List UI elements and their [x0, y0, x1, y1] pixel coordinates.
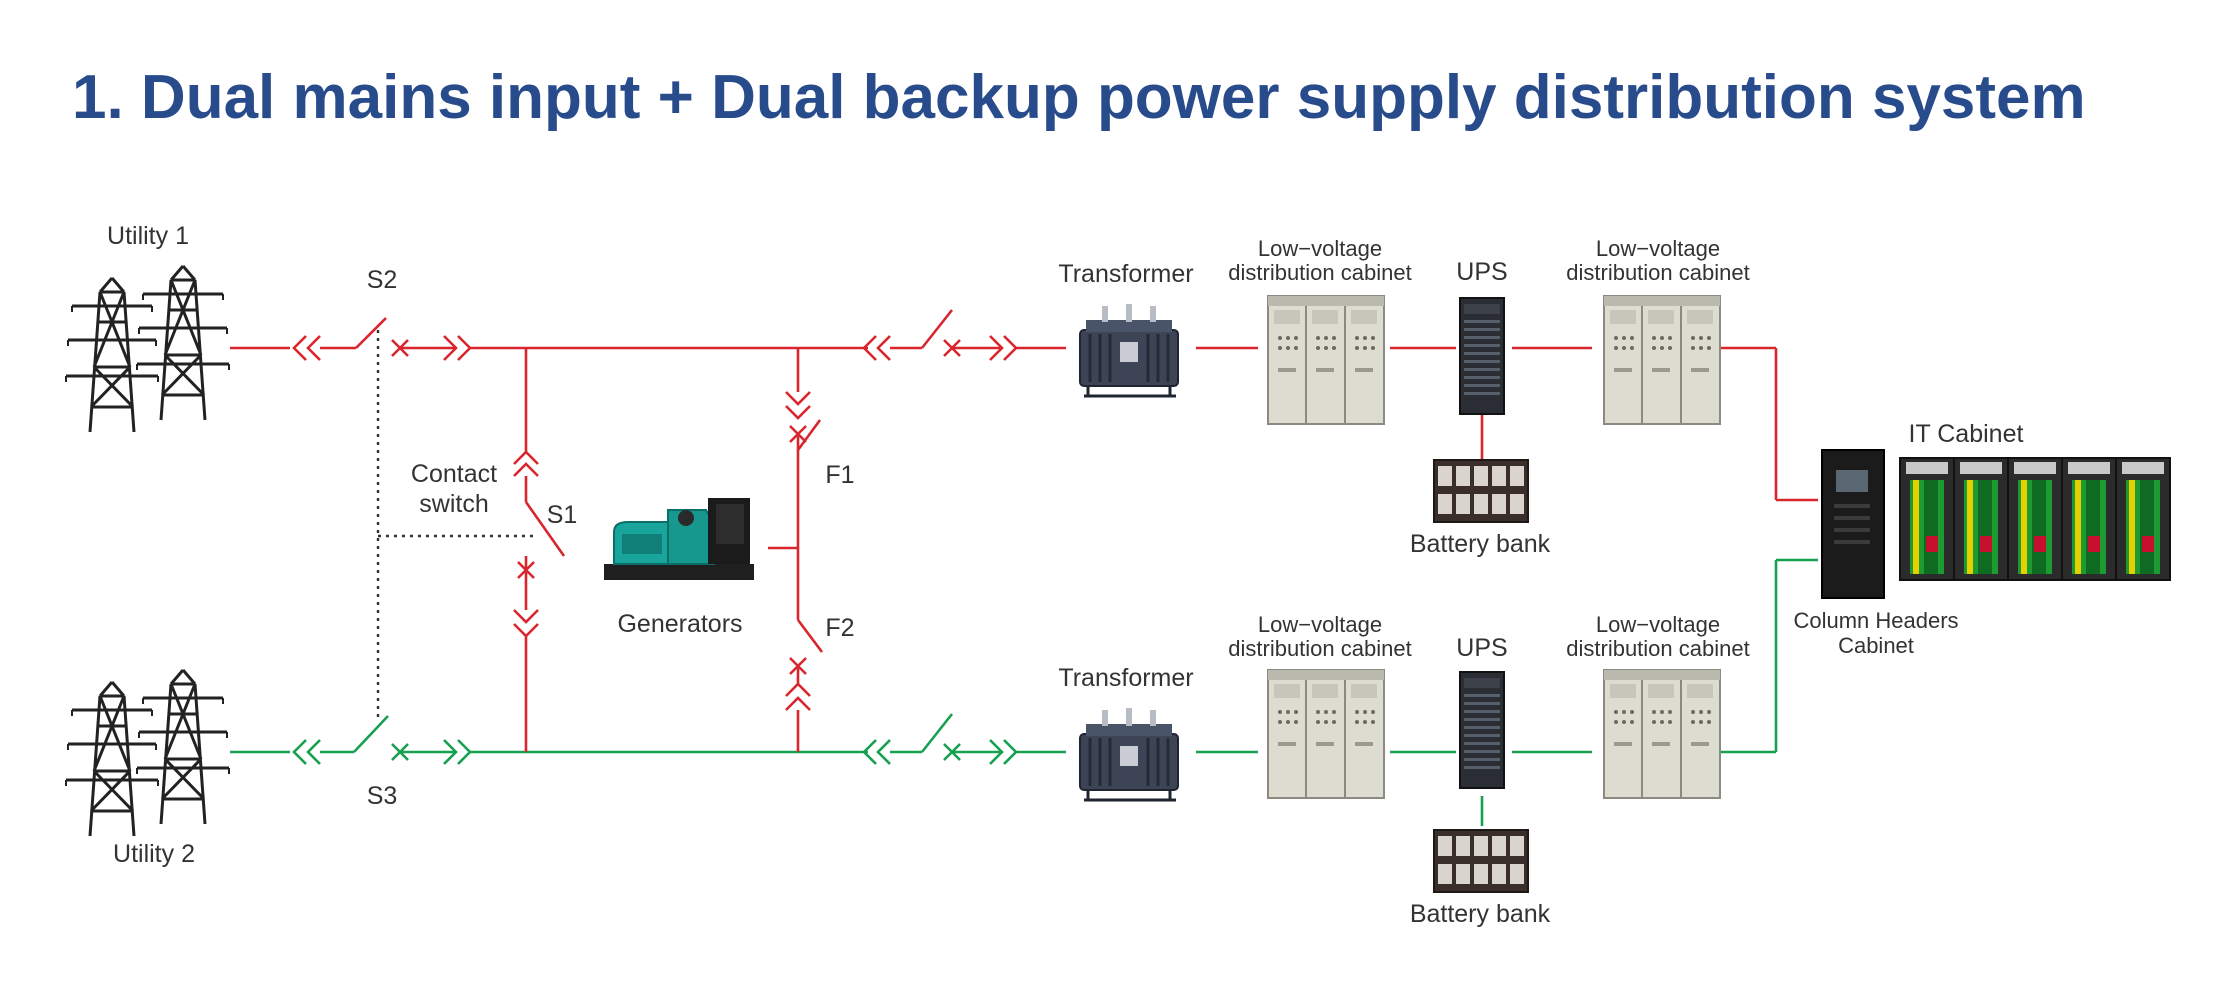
column-header-cabinet-icon	[1821, 449, 1885, 599]
contact-switch-label-line-2: switch	[419, 490, 488, 518]
utility-2-label: Utility 2	[113, 840, 195, 868]
ups-bottom-icon	[1459, 671, 1505, 789]
switch-s1-label: S1	[547, 501, 578, 529]
switch-s3-label: S3	[367, 782, 398, 810]
lv-cabinet-top-left-label-line-2: distribution cabinet	[1228, 260, 1411, 285]
contact-switch-link	[376, 330, 534, 718]
lv-cabinet-top-right-label-line-1: Low−voltage	[1596, 236, 1720, 261]
lv-cabinet-bottom-right-label-line-1: Low−voltage	[1596, 612, 1720, 637]
ups-bottom-label: UPS	[1456, 634, 1507, 662]
lower-bus-line	[230, 558, 1818, 826]
ups-top-label: UPS	[1456, 258, 1507, 286]
contact-switch-label-line-1: Contact	[411, 460, 497, 488]
transformer-top-label: Transformer	[1058, 260, 1193, 288]
lv-cabinet-top-left-label-line-1: Low−voltage	[1258, 236, 1382, 261]
lv-cabinet-top-left-icon	[1267, 295, 1385, 425]
utility-2-tower-icon	[64, 668, 231, 838]
upper-bus-line	[230, 309, 1818, 502]
page-title: 1. Dual mains input + Dual backup power …	[72, 63, 2086, 132]
utility-1-tower-icon	[64, 264, 231, 434]
generator-bus-line	[768, 348, 824, 752]
switch-s2-label: S2	[367, 266, 398, 294]
lv-cabinet-bottom-left-label-line-2: distribution cabinet	[1228, 636, 1411, 661]
lv-cabinet-top-right-label-line-2: distribution cabinet	[1566, 260, 1749, 285]
lv-cabinet-bottom-right-label-line-2: distribution cabinet	[1566, 636, 1749, 661]
battery-bank-top-label: Battery bank	[1410, 530, 1551, 558]
switch-f1-label: F1	[825, 461, 854, 489]
battery-bank-bottom-label: Battery bank	[1410, 900, 1551, 928]
battery-bank-top-icon	[1433, 459, 1529, 523]
it-cabinet-label: IT Cabinet	[1909, 420, 2024, 448]
battery-bank-bottom-icon	[1433, 829, 1529, 893]
switch-f2-label: F2	[825, 614, 854, 642]
column-headers-label-line-2: Cabinet	[1838, 633, 1914, 658]
transformer-top-icon	[1078, 302, 1180, 398]
transformer-bottom-label: Transformer	[1058, 664, 1193, 692]
utility-1-label: Utility 1	[107, 222, 189, 250]
lv-cabinet-bottom-right-icon	[1603, 669, 1721, 799]
lv-cabinet-bottom-left-label-line-1: Low−voltage	[1258, 612, 1382, 637]
tie-s1-line	[513, 348, 566, 752]
ups-top-icon	[1459, 297, 1505, 415]
it-cabinet-racks-icon	[1899, 457, 2171, 581]
generator-icon	[603, 497, 755, 581]
lv-cabinet-bottom-left-icon	[1267, 669, 1385, 799]
generators-label: Generators	[617, 610, 742, 638]
transformer-bottom-icon	[1078, 706, 1180, 802]
column-headers-label-line-1: Column Headers	[1793, 608, 1958, 633]
lv-cabinet-top-right-icon	[1603, 295, 1721, 425]
